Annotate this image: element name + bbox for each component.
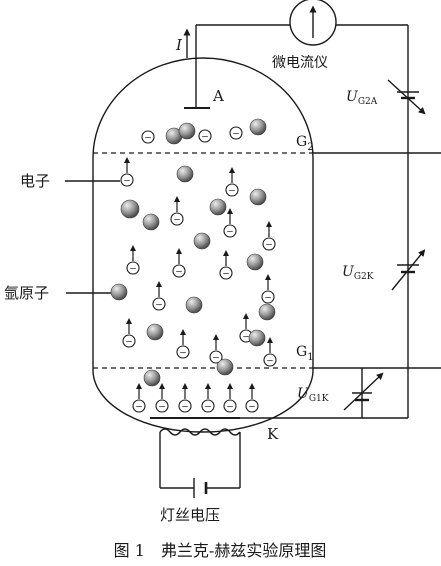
emitted-electron: − [155,383,169,413]
electron-sign: − [175,268,183,278]
electron-label: 电子 [20,172,50,190]
electron: − [198,129,212,143]
electron-sign: − [222,270,230,280]
electron: − [152,281,166,311]
electron-sign: − [179,349,187,359]
electron: − [225,167,239,197]
argon-atom [246,253,264,271]
electron: − [122,318,136,348]
electron: − [223,208,237,238]
anode-label: A [212,87,224,105]
electron-sign: − [232,130,240,140]
variable-resistor-icon [343,372,384,411]
filament-icon [159,428,241,436]
electron: − [229,126,243,140]
argon-atom [178,122,196,140]
particles: − − − − − − − − − − − − − − − − − − − − − − − − [110,118,277,413]
electron-sign: − [173,216,181,226]
argon-atom [176,165,194,183]
electron-sign: − [144,134,152,144]
argon-atom [249,118,267,136]
variable-resistor-icon [391,249,426,291]
u-g2k-label: UG2K [342,264,374,282]
electron: − [170,196,184,226]
electron-sign: − [226,403,234,413]
electron-sign: − [158,403,166,413]
emitted-electron: − [245,383,259,413]
electron: − [219,250,233,280]
electron-sign: − [123,177,131,187]
argon-atom [146,323,164,341]
argon-atom [110,283,128,301]
emitted-electron: − [223,383,237,413]
argon-atom [142,213,160,231]
electron: − [172,248,186,278]
electron-sign: − [242,333,250,343]
electron: − [126,245,140,275]
argon-atom [120,199,140,219]
electron-sign: − [264,294,272,304]
electron-sign: − [248,403,256,413]
meter-label: 微电流仪 [272,55,328,71]
caption: 图 1 弗兰克-赫兹实验原理图 [114,541,327,560]
electron-sign: − [129,265,137,275]
electron: − [141,130,155,144]
u-g2a-label: UG2A [346,89,378,107]
electron-sign: − [212,354,220,364]
ammeter-icon [289,0,337,46]
electron-sign: − [155,301,163,311]
argon-atom [258,303,276,321]
electron: − [209,334,223,364]
argon-atom [193,232,211,250]
g1-label: G1 [296,344,314,363]
electron-sign: − [135,403,143,413]
electron-sign: − [226,228,234,238]
heater-label: 灯丝电压 [160,506,220,524]
variable-resistor-icon [387,79,426,115]
cathode-label: K [267,425,279,443]
electron: − [176,329,190,359]
electron: − [263,337,277,367]
argon-atom [185,296,203,314]
battery-icon [193,478,208,498]
emitted-electron: − [178,383,192,413]
electron: − [120,157,134,187]
argon-atom [248,329,266,347]
g2-label: G2 [296,134,314,153]
u-g1k-label: UG1K [297,386,329,404]
emitted-electron: − [132,383,146,413]
electron-sign: − [125,338,133,348]
electron: − [262,221,276,251]
electron-sign: − [265,241,273,251]
emitted-electron: − [201,383,215,413]
electron-sign: − [181,403,189,413]
argon-atom [216,358,234,376]
current-label: I [175,36,183,54]
argon-atom [143,369,161,387]
electron-sign: − [266,357,274,367]
argon-atom [249,188,267,206]
atom-label: 氩原子 [4,284,49,302]
electron-sign: − [204,403,212,413]
electron-sign: − [228,187,236,197]
argon-atom [209,198,227,216]
tube-outline [92,57,314,433]
electron-sign: − [201,133,209,143]
electron: − [261,274,275,304]
